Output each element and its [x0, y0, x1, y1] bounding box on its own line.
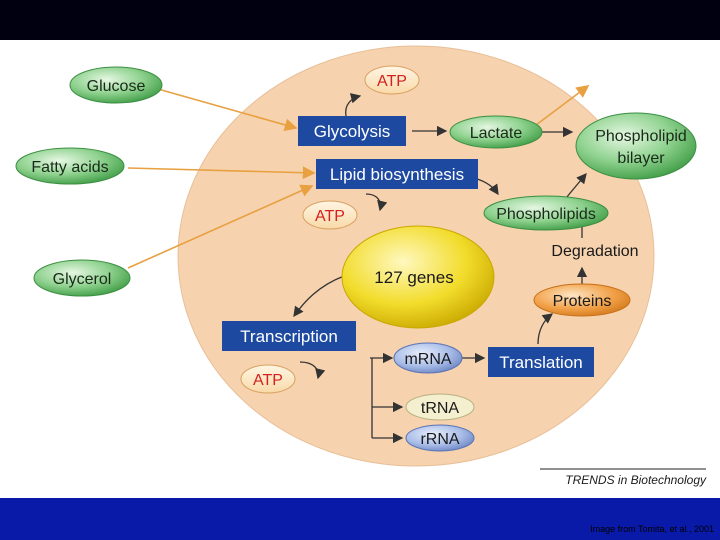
top-bar: [0, 0, 720, 40]
glucose-label: Glucose: [87, 78, 146, 95]
image-credit: Image from Tomita, et al., 2001: [590, 524, 714, 534]
phospholipid-bilayer-node: Phospholipid bilayer: [575, 112, 697, 180]
atp-middle-node: ATP: [302, 200, 358, 230]
genes-label: 127 genes: [374, 268, 453, 287]
glycerol-arrow: [127, 184, 314, 269]
genes-nucleus: 127 genes: [341, 225, 495, 329]
phospholipids-to-bilayer-arrow: [565, 173, 587, 199]
phospholipids-node: Phospholipids: [483, 195, 609, 231]
atp-middle-arrow: [365, 193, 388, 212]
fatty-acids-node: Fatty acids: [15, 147, 125, 185]
translation-to-proteins-arrow: [537, 313, 554, 345]
translation-box: Translation: [488, 347, 594, 377]
phospholipid-bilayer-label-line1: Phospholipid: [595, 128, 687, 145]
trna-label: tRNA: [421, 400, 460, 417]
lactate-node: Lactate: [449, 115, 543, 149]
phospholipid-bilayer-label-line2: bilayer: [617, 150, 665, 167]
mrna-node: mRNA: [393, 342, 463, 374]
lipid-biosynthesis-box: Lipid biosynthesis: [316, 159, 478, 189]
atp-top-node: ATP: [364, 65, 420, 95]
glycolysis-label: Glycolysis: [314, 122, 391, 141]
translation-label: Translation: [499, 353, 582, 372]
atp-top-label: ATP: [377, 73, 407, 90]
degradation-label: Degradation: [551, 243, 638, 260]
slide-area: Glucose Fatty acids Glycerol ATP Glycoly…: [0, 40, 720, 498]
source-label: TRENDS in Biotechnology: [565, 473, 707, 487]
phospholipids-label: Phospholipids: [496, 206, 596, 223]
bottom-bar: Image from Tomita, et al., 2001: [0, 498, 720, 540]
genes-to-transcription-arrow: [293, 275, 345, 318]
fatty-acids-arrow: [127, 166, 316, 180]
atp-middle-label: ATP: [315, 208, 345, 225]
fatty-acids-label: Fatty acids: [31, 159, 108, 176]
glucose-arrow: [157, 88, 298, 132]
glycolysis-box: Glycolysis: [298, 116, 406, 146]
rrna-node: rRNA: [405, 424, 475, 452]
trna-node: tRNA: [405, 393, 475, 421]
bilayer-export-arrow: [535, 85, 590, 126]
lactate-label: Lactate: [470, 125, 523, 142]
cell-diagram: Glucose Fatty acids Glycerol ATP Glycoly…: [15, 45, 707, 487]
glycerol-node: Glycerol: [33, 259, 131, 297]
atp-bottom-label: ATP: [253, 372, 283, 389]
glycerol-label: Glycerol: [53, 271, 112, 288]
lipid-biosynthesis-label: Lipid biosynthesis: [330, 165, 464, 184]
atp-bottom-arrow: [299, 361, 326, 380]
transcription-box: Transcription: [222, 321, 356, 351]
transcription-label: Transcription: [240, 327, 338, 346]
atp-top-arrow: [345, 93, 362, 117]
proteins-node: Proteins: [533, 283, 631, 317]
rrna-label: rRNA: [420, 431, 459, 448]
proteins-label: Proteins: [553, 293, 612, 310]
atp-bottom-node: ATP: [240, 364, 296, 394]
glucose-node: Glucose: [69, 66, 163, 104]
mrna-label: mRNA: [404, 351, 451, 368]
